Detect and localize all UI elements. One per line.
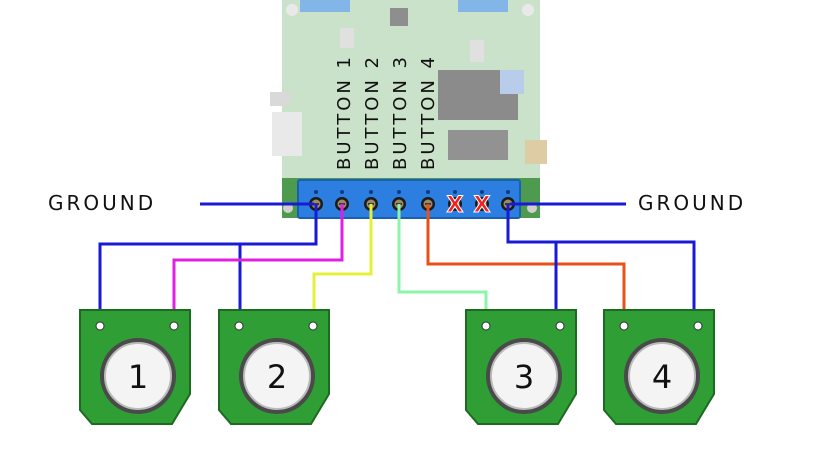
unused-terminals: X X xyxy=(446,193,491,219)
label-ground-left: GROUND xyxy=(48,191,156,215)
circuit-board xyxy=(270,0,547,182)
screw-terminals xyxy=(309,190,515,211)
label-button-1: BUTTON 1 xyxy=(334,54,355,170)
label-button-3: BUTTON 3 xyxy=(390,54,411,170)
label-button-2: BUTTON 2 xyxy=(362,54,383,170)
button-labels: BUTTON 1 BUTTON 2 BUTTON 3 BUTTON 4 xyxy=(334,54,439,170)
switch-1: 1 xyxy=(79,309,191,425)
x-mark-icon: X xyxy=(447,193,464,218)
screw-terminal-icon xyxy=(448,190,462,211)
switch-number: 2 xyxy=(267,358,287,396)
wire-button-1 xyxy=(172,204,344,326)
switch-4: 4 xyxy=(603,309,715,425)
wire-button-2 xyxy=(312,204,373,326)
wire-button-4 xyxy=(426,204,626,326)
label-button-4: BUTTON 4 xyxy=(418,54,439,170)
switch-number: 1 xyxy=(128,358,148,396)
wires xyxy=(98,202,696,326)
switch-3: 3 xyxy=(465,309,577,425)
arcade-switches: 1 2 3 4 xyxy=(79,309,715,425)
switch-number: 3 xyxy=(514,358,534,396)
x-mark-icon: X xyxy=(474,193,491,218)
screw-terminal-icon xyxy=(475,190,489,211)
switch-2: 2 xyxy=(218,309,330,425)
terminal-block xyxy=(282,178,540,219)
label-ground-right: GROUND xyxy=(638,191,746,215)
wire-ground-left xyxy=(98,204,318,326)
switch-number: 4 xyxy=(652,358,672,396)
